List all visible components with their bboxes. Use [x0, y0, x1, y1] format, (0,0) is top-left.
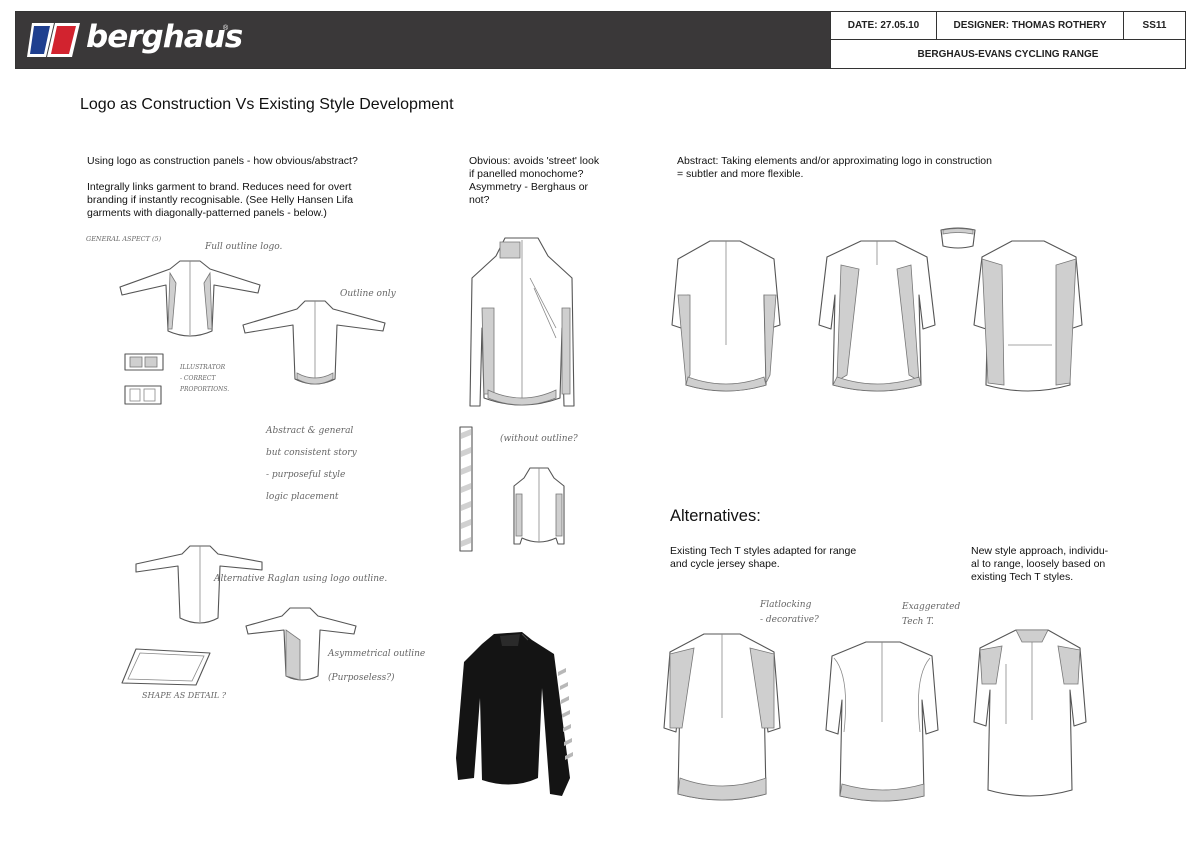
handnote-abstract: Abstract & general but consistent story …: [266, 426, 357, 502]
jacket-sketch-full-logo: [110, 255, 270, 345]
handnote-raglan: Alternative Raglan using logo outline.: [214, 574, 388, 584]
collar-detail-sketch: [938, 226, 978, 252]
brand-wordmark: berghaus: [86, 19, 243, 55]
handnote-full-logo: Full outline logo.: [205, 242, 283, 252]
handnote-without-outline: (without outline?: [500, 434, 578, 444]
reflective-stripes-icon: [558, 668, 573, 760]
jersey-sketch-abstract-2: [815, 235, 940, 400]
abstract-note: Abstract: Taking elements and/or approxi…: [677, 155, 992, 180]
handnote-outline-only: Outline only: [340, 289, 396, 299]
date-field: DATE: 27.05.10: [830, 12, 936, 40]
new-style-note: New style approach, individu- al to rang…: [971, 545, 1109, 583]
handnote-general: GENERAL ASPECT (5): [86, 235, 162, 243]
logo-proportion-swatches: [122, 352, 172, 407]
jersey-sketch-abstract-1: [670, 235, 785, 400]
season-field: SS11: [1123, 12, 1185, 40]
jersey-sketch-existing-2: [820, 636, 945, 808]
handnote-shape-detail: SHAPE AS DETAIL ?: [142, 691, 227, 700]
shape-detail-swatch: [118, 645, 218, 690]
jacket-sketch-obvious: [460, 228, 585, 418]
registered-mark: ®: [223, 25, 229, 32]
obvious-note: Obvious: avoids 'street' look if panelle…: [469, 155, 600, 206]
alternatives-heading: Alternatives:: [670, 507, 761, 525]
jersey-sketch-abstract-3: [972, 235, 1087, 400]
title-block: berghaus ® DATE: 27.05.10 DESIGNER: THOM…: [15, 11, 1186, 69]
handnote-illustrator: ILLUSTRATOR - CORRECT PROPORTIONS.: [180, 364, 230, 393]
range-field: BERGHAUS-EVANS CYCLING RANGE: [830, 40, 1185, 68]
page-title: Logo as Construction Vs Existing Style D…: [80, 96, 454, 113]
logo-stripe-strip: [456, 425, 476, 553]
jacket-sketch-raglan: [130, 540, 270, 630]
jacket-sketch-without-outline: [510, 464, 568, 550]
handnote-flatlocking: Flatlocking - decorative?: [760, 600, 819, 625]
berghaus-logo-icon: [27, 23, 80, 57]
brand-bar: berghaus ®: [16, 12, 830, 68]
jacket-sketch-asymmetric: [240, 600, 360, 690]
helly-hansen-lifa-photo: [452, 628, 577, 800]
construction-note: Using logo as construction panels - how …: [87, 155, 358, 219]
handnote-exaggerated: Exaggerated Tech T.: [902, 602, 961, 627]
existing-style-note: Existing Tech T styles adapted for range…: [670, 545, 857, 570]
jersey-sketch-existing-1: [660, 628, 785, 808]
designer-field: DESIGNER: THOMAS ROTHERY: [936, 12, 1123, 40]
jersey-sketch-new-style: [972, 624, 1092, 804]
jacket-sketch-outline: [235, 295, 395, 395]
handnote-asymmetrical: Asymmetrical outline (Purposeless?): [328, 649, 426, 683]
